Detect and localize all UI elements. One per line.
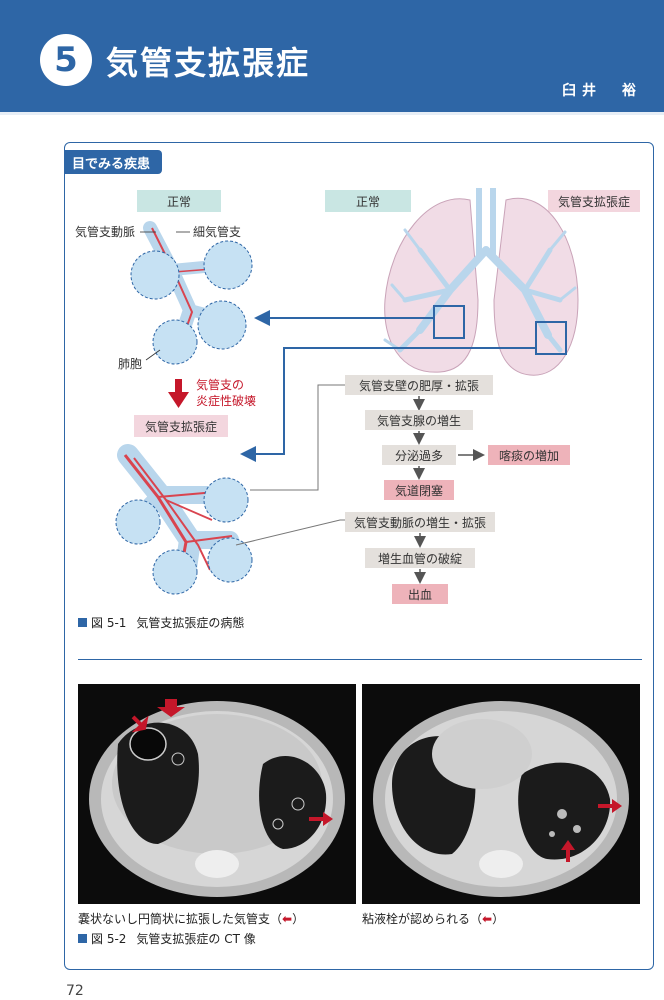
label-destruction-line2: 炎症性破壊 — [196, 393, 256, 408]
ct-note-left: 嚢状ないし円筒状に拡張した気管支（⬅） — [78, 910, 304, 927]
ct-note-right: 粘液栓が認められる（⬅） — [362, 910, 504, 927]
section-label: 目でみる疾患 — [64, 150, 163, 174]
red-arrow-icon: ⬅ — [482, 912, 493, 926]
flow-artery-hyperplasia: 気管支動脈の増生・拡張 — [345, 512, 495, 532]
label-destruction-line1: 気管支の — [196, 377, 244, 392]
ct-image-right — [362, 684, 640, 904]
connector-flow-bottom — [235, 519, 345, 546]
flow-gland-hyperplasia: 気管支腺の増生 — [365, 410, 473, 430]
flow-sputum-increase: 喀痰の増加 — [488, 445, 570, 465]
chapter-header: 5 気管支拡張症 臼井 裕 — [0, 0, 664, 112]
label-normal-center: 正常 — [325, 190, 411, 212]
ct-note-left-close: ） — [292, 912, 305, 926]
pathology-diagram: 正常 正常 気管支拡張症 気管支動脈 細気管支 肺胞 気管支の 炎症性破壊 気管… — [75, 188, 640, 604]
lungs-illustration — [383, 188, 579, 376]
label-bronchiectasis-left: 気管支拡張症 — [134, 415, 228, 437]
flow-hypersecretion: 分泌過多 — [382, 445, 456, 465]
page-number: 72 — [66, 983, 84, 999]
ct-note-left-text: 嚢状ないし円筒状に拡張した気管支（ — [78, 912, 283, 926]
ct-note-right-text: 粘液栓が認められる（ — [362, 912, 483, 926]
label-alveoli: 肺胞 — [118, 357, 142, 371]
chapter-number: 5 — [40, 34, 92, 86]
svg-text:喀痰の増加: 喀痰の増加 — [499, 448, 559, 463]
flow-vessel-rupture: 増生血管の破綻 — [365, 548, 475, 568]
svg-text:気管支腺の増生: 気管支腺の増生 — [377, 413, 461, 428]
caption-marker — [78, 934, 87, 943]
label-bronchial-artery: 気管支動脈 — [75, 224, 135, 239]
label-normal-left: 正常 — [137, 190, 221, 212]
header-underline — [0, 112, 664, 115]
label-bronchiectasis-right: 気管支拡張症 — [548, 190, 640, 212]
figure2-caption: 図 5-2 気管支拡張症の CT 像 — [78, 930, 256, 947]
bronchiectasis-illustration — [115, 444, 253, 595]
flow-hemorrhage: 出血 — [392, 584, 448, 604]
caption-marker — [78, 618, 87, 627]
svg-text:正常: 正常 — [356, 195, 380, 209]
svg-text:気管支拡張症: 気管支拡張症 — [558, 194, 630, 209]
figure2-caption-text: 気管支拡張症の CT 像 — [136, 932, 256, 946]
flow-airway-obstruction: 気道閉塞 — [384, 480, 454, 500]
figure1-caption-text: 気管支拡張症の病態 — [136, 616, 245, 630]
red-arrow-icon: ⬅ — [282, 912, 293, 926]
figure1-caption: 図 5-1 気管支拡張症の病態 — [78, 614, 244, 631]
svg-text:正常: 正常 — [167, 195, 191, 209]
figure-frame — [64, 142, 654, 970]
section-divider — [78, 659, 642, 660]
svg-text:増生血管の破綻: 増生血管の破綻 — [378, 551, 462, 566]
normal-bronchiole-illustration — [130, 221, 253, 365]
svg-text:出血: 出血 — [408, 588, 432, 602]
ct-note-right-close: ） — [492, 912, 505, 926]
author-name: 臼井 裕 — [562, 83, 642, 99]
svg-text:気管支拡張症: 気管支拡張症 — [145, 419, 217, 434]
connector-flow-top — [250, 384, 345, 491]
figure1-caption-number: 図 5-1 — [91, 616, 127, 630]
svg-text:分泌過多: 分泌過多 — [395, 449, 443, 463]
svg-text:気管支動脈の増生・拡張: 気管支動脈の増生・拡張 — [354, 515, 486, 530]
label-bronchiole: 細気管支 — [193, 224, 241, 239]
chapter-title: 気管支拡張症 — [106, 44, 311, 82]
svg-text:気管支壁の肥厚・拡張: 気管支壁の肥厚・拡張 — [359, 378, 479, 393]
ct-image-left — [78, 684, 356, 904]
destruction-arrow — [168, 379, 189, 408]
flow-wall-thickening: 気管支壁の肥厚・拡張 — [345, 375, 493, 395]
figure2-caption-number: 図 5-2 — [91, 932, 127, 946]
connector-bronchiectasis — [240, 347, 536, 462]
svg-text:気道閉塞: 気道閉塞 — [395, 483, 443, 498]
